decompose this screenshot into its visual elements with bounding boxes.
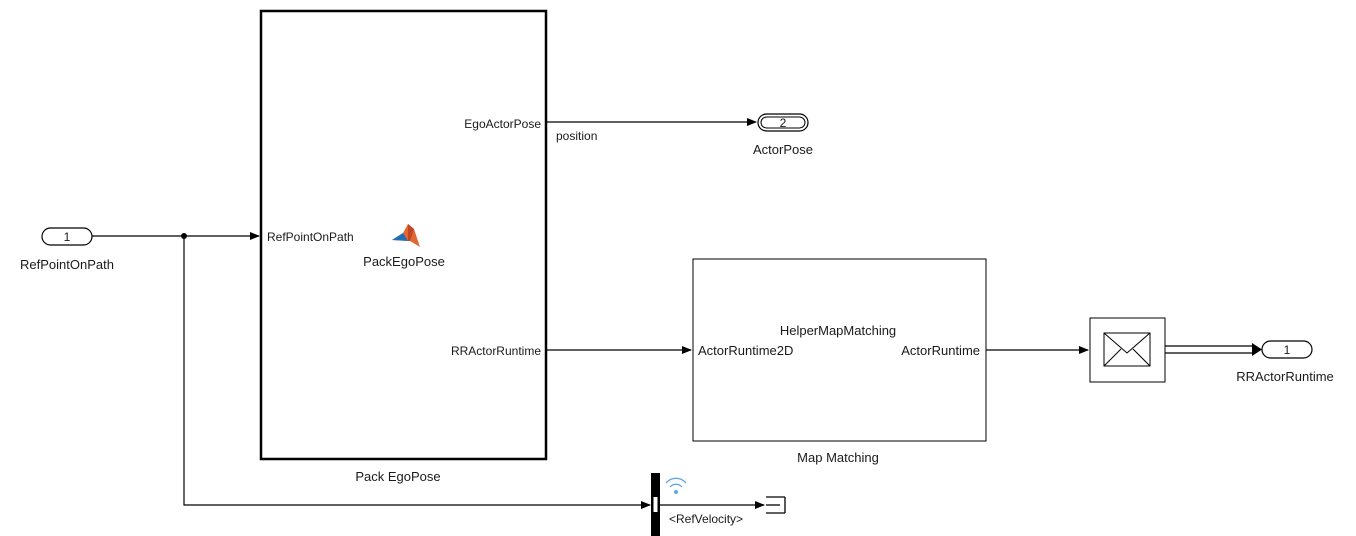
signal-line-ref-point[interactable] [92,232,260,240]
envelope-icon [1103,332,1151,367]
matlab-function-icon [392,224,420,247]
signal-label-ref-velocity: <RefVelocity> [669,512,743,526]
inport-number: 1 [64,230,71,244]
port-label-actor-runtime: ActorRuntime [901,343,980,358]
inport-ref-point-on-path[interactable]: 1 RefPointOnPath [20,227,114,272]
terminator-icon[interactable] [766,496,786,514]
outport-number: 2 [780,116,787,130]
message-send-block[interactable] [1089,317,1166,383]
outport-number: 1 [1284,343,1291,357]
block-name-map-matching: Map Matching [797,450,879,465]
outport-rr-actor-runtime[interactable]: 1 RRActorRuntime [1236,340,1334,384]
inport-label: RefPointOnPath [20,257,114,272]
port-label-rr-actor-runtime: RRActorRuntime [451,344,541,358]
outport-label: RRActorRuntime [1236,369,1334,384]
outport-actor-pose[interactable]: 2 ActorPose [753,113,813,157]
signal-wireless-icon [665,477,687,494]
port-label-actor-runtime-2d: ActorRuntime2D [698,343,793,358]
outport-label: ActorPose [753,142,813,157]
port-label-ref-point-on-path: RefPointOnPath [267,230,354,244]
bus-selector-block[interactable] [651,473,687,536]
signal-label-position: position [556,129,597,143]
signal-line-ref-velocity[interactable]: <RefVelocity> [660,501,765,526]
port-label-ego-actor-pose: EgoActorPose [464,117,541,131]
function-name-helper-map-matching: HelperMapMatching [780,323,896,338]
map-matching-block[interactable]: HelperMapMatching ActorRuntime2D ActorRu… [692,258,987,465]
block-name-pack-ego-pose: Pack EgoPose [355,469,440,484]
pack-ego-pose-block[interactable]: RefPointOnPath EgoActorPose RRActorRunti… [259,9,548,484]
signal-line-position[interactable]: position [546,118,757,143]
signal-line-branch-to-bus-selector[interactable] [183,236,651,509]
function-name-pack-ego-pose: PackEgoPose [363,254,445,269]
message-line-rr-actor-runtime[interactable] [1165,343,1262,356]
